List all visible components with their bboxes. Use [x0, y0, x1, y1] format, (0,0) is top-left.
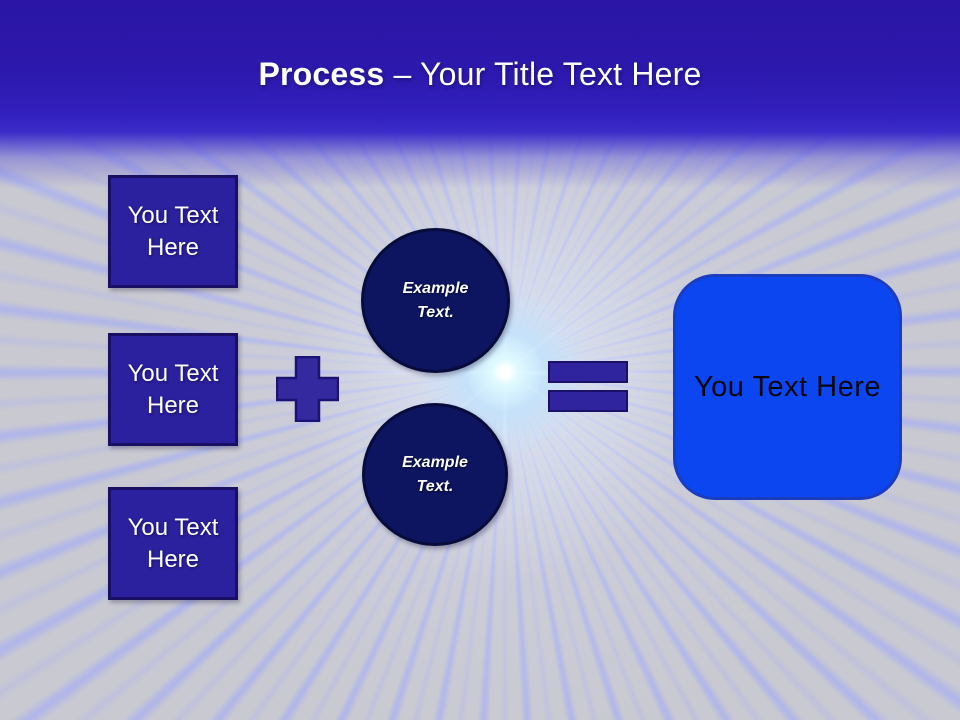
- plus-icon: [276, 356, 339, 422]
- input-box-1: You Text Here: [108, 175, 238, 288]
- slide-title: Process – Your Title Text Here: [0, 50, 960, 98]
- input-box-3: You Text Here: [108, 487, 238, 600]
- result-box-label: You Text Here: [693, 370, 882, 403]
- example-circle-2: Example Text.: [362, 403, 508, 546]
- example-circle-2-label: Example Text.: [402, 453, 468, 495]
- input-box-2: You Text Here: [108, 333, 238, 446]
- result-box: You Text Here: [673, 274, 902, 500]
- equals-bar-bottom: [548, 390, 628, 412]
- equals-icon: [548, 361, 628, 412]
- input-box-2-label: You Text Here: [127, 359, 219, 419]
- example-circle-1-label: Example Text.: [402, 279, 469, 321]
- title-emphasis: Process: [258, 56, 385, 92]
- input-box-1-label: You Text Here: [127, 201, 219, 261]
- example-circle-1: Example Text.: [361, 228, 510, 373]
- title-rest: – Your Title Text Here: [393, 56, 702, 92]
- title-bar: Process – Your Title Text Here: [0, 0, 960, 200]
- input-box-3-label: You Text Here: [127, 513, 219, 573]
- equals-bar-top: [548, 361, 628, 383]
